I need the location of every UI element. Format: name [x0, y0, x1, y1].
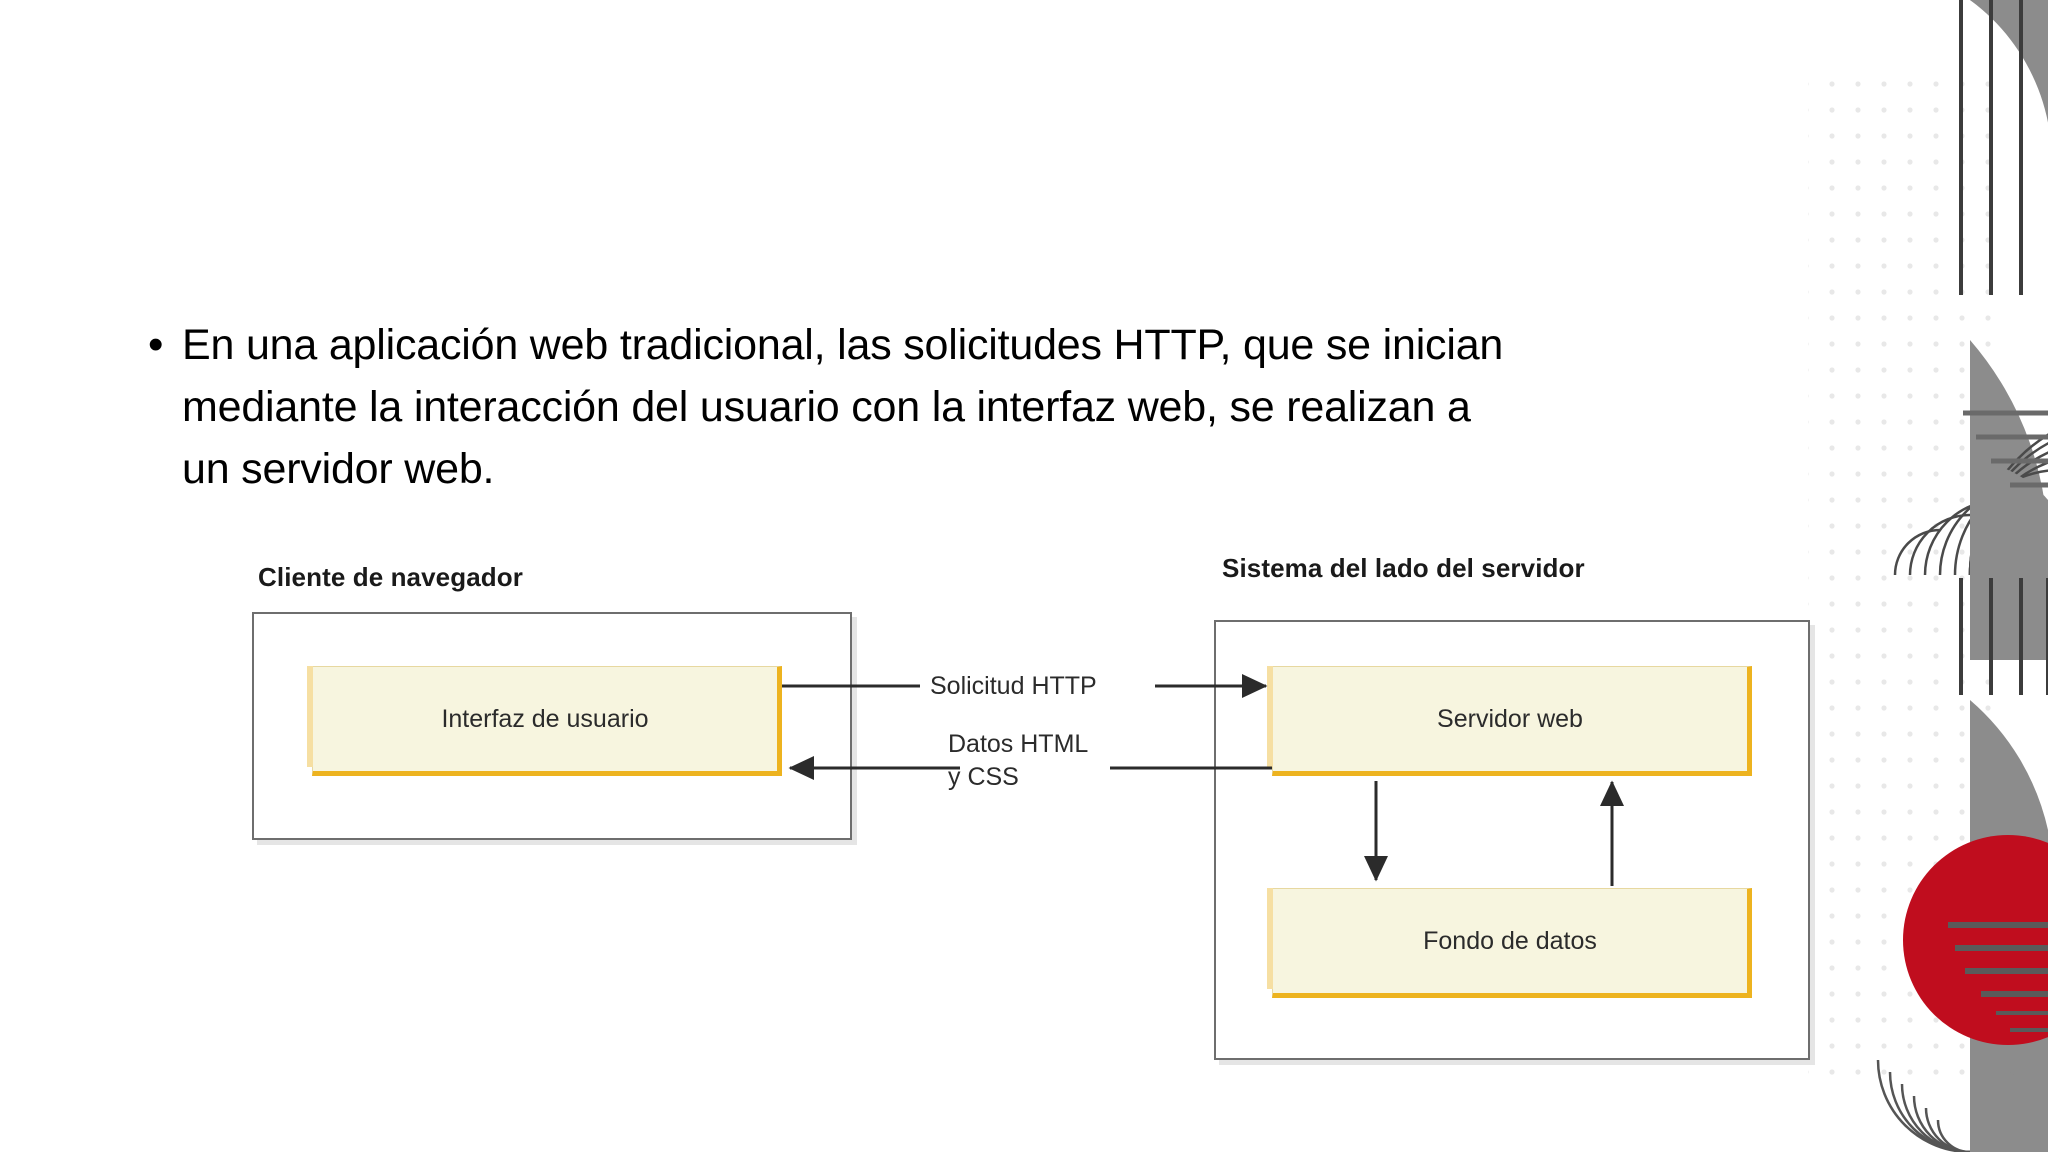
html-data-label: Datos HTML	[948, 730, 1089, 758]
bullet-line-2: mediante la interacción del usuario con …	[148, 376, 1538, 438]
ui-box-label: Interfaz de usuario	[441, 704, 649, 733]
bullet-line-1: • En una aplicación web tradicional, las…	[148, 314, 1538, 376]
database-box: Fondo de datos	[1267, 888, 1752, 998]
web-server-box-label: Servidor web	[1437, 704, 1583, 733]
http-request-label: Solicitud HTTP	[930, 672, 1097, 700]
database-box-label: Fondo de datos	[1423, 926, 1597, 955]
slide-body-text: • En una aplicación web tradicional, las…	[148, 314, 1538, 500]
bullet-text-line-2: mediante la interacción del usuario con …	[182, 383, 1471, 431]
bullet-text-line-3: un servidor web.	[182, 445, 495, 493]
bullet-line-3: un servidor web.	[148, 438, 1538, 500]
bullet-text-line-1: En una aplicación web tradicional, las s…	[182, 321, 1504, 369]
server-section-heading: Sistema del lado del servidor	[1222, 553, 1585, 583]
ui-box: Interfaz de usuario	[307, 666, 782, 776]
bullet-marker-icon: •	[148, 320, 164, 369]
html-data-label-line2: y CSS	[948, 763, 1019, 791]
client-section-heading: Cliente de navegador	[258, 562, 523, 592]
web-server-box: Servidor web	[1267, 666, 1752, 776]
